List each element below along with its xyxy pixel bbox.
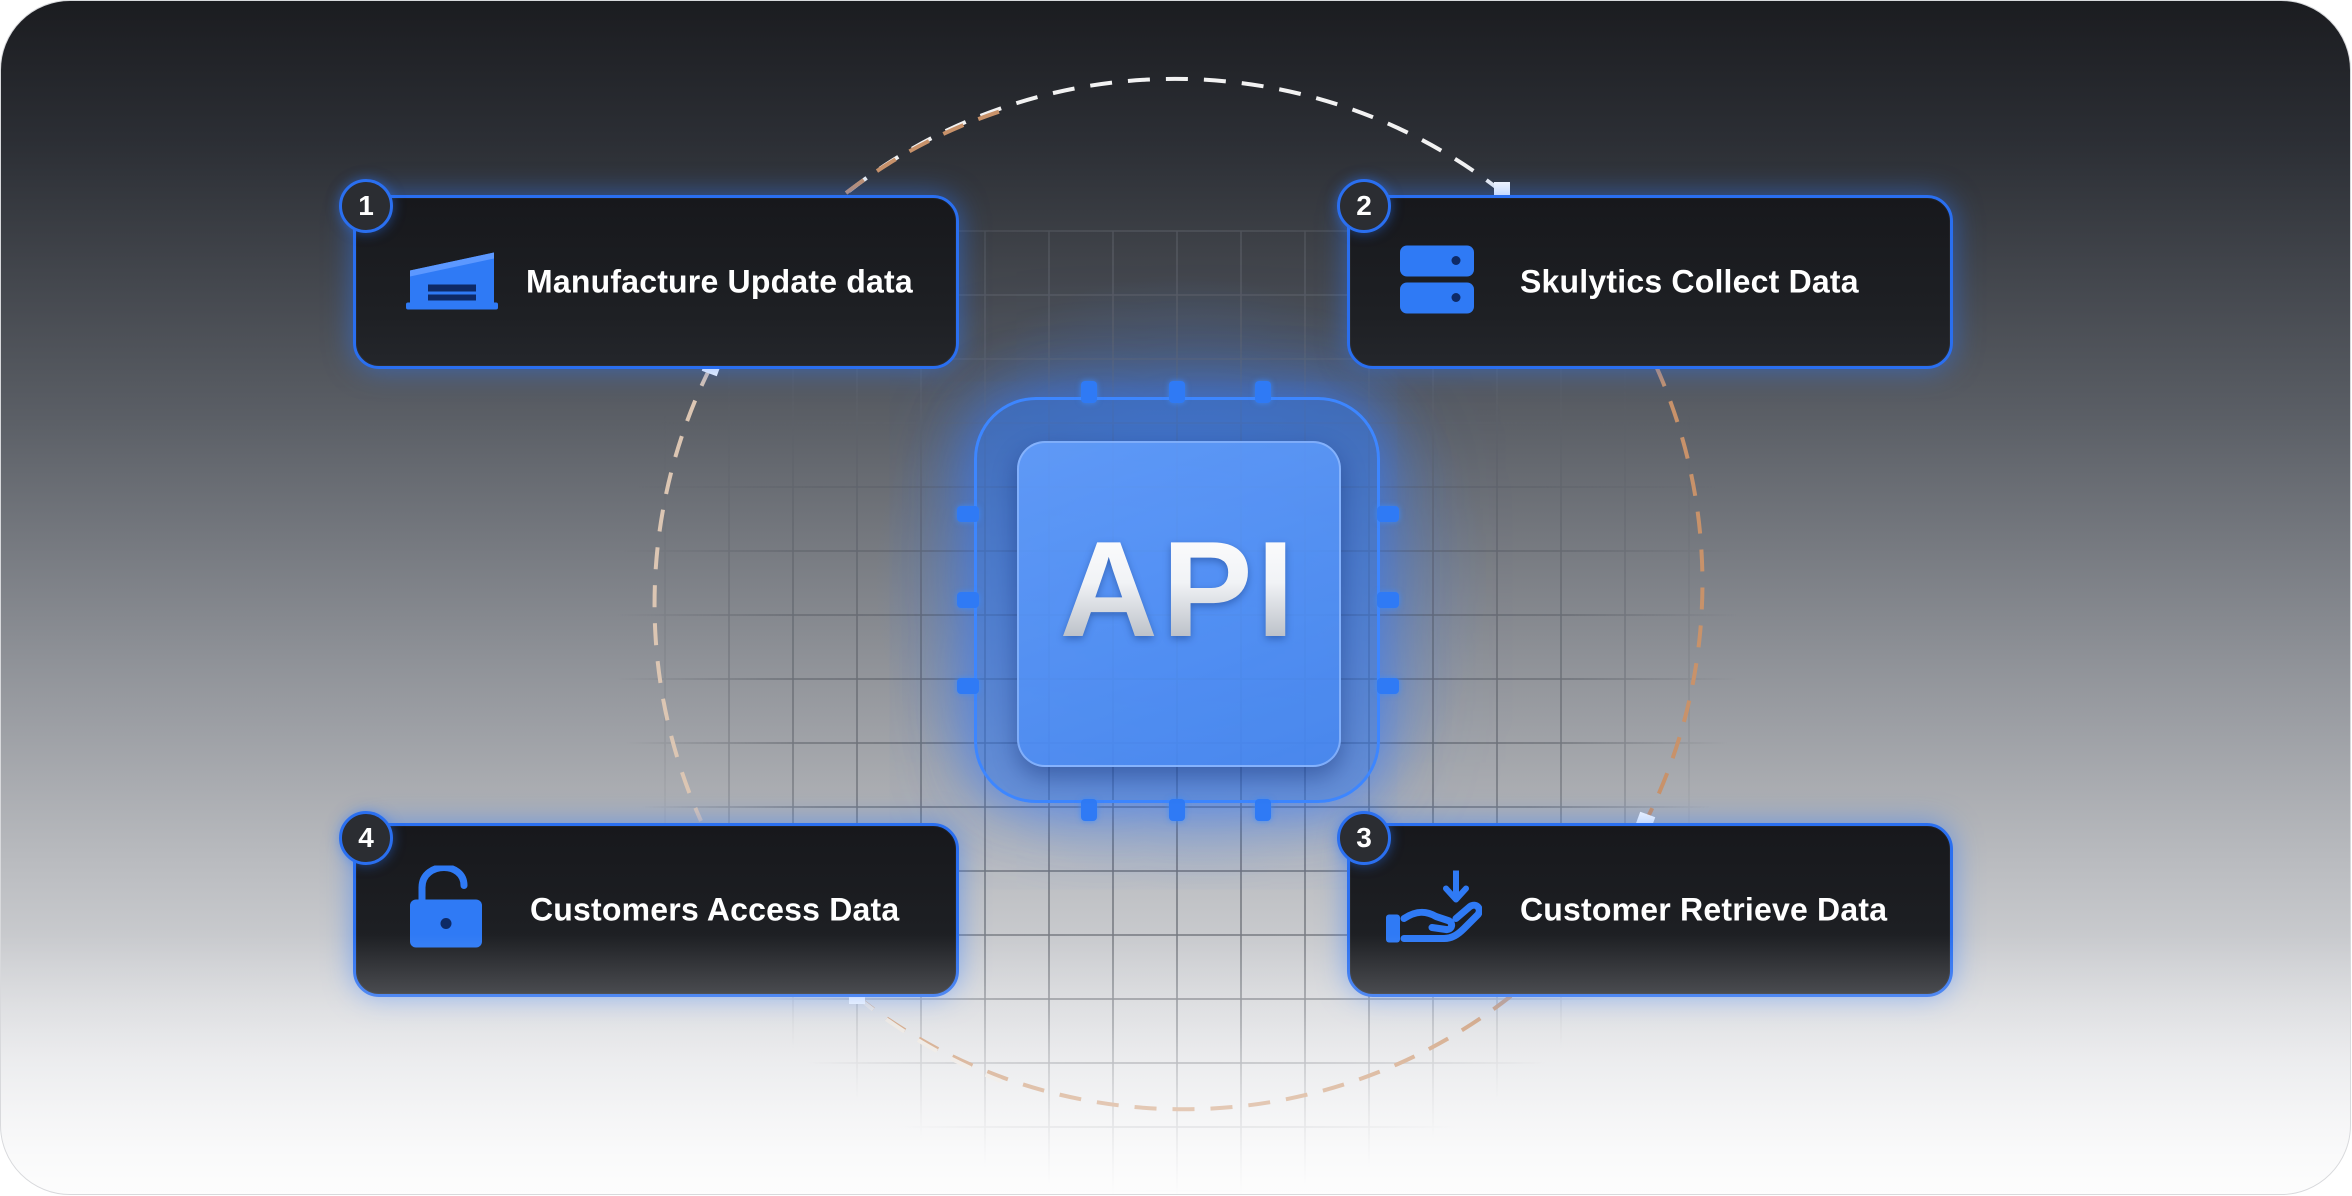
orbit-arc-top-left — [844, 109, 1002, 195]
api-chip-core — [1017, 441, 1341, 767]
step-card-2: Skulytics Collect Data — [1347, 195, 1953, 369]
step-label-4: Customers Access Data — [530, 891, 900, 928]
step-card-3: Customer Retrieve Data — [1347, 823, 1953, 997]
step-label-1: Manufacture Update data — [526, 263, 913, 300]
orbit-arc-bottom — [854, 994, 1513, 1112]
unlock-icon — [408, 863, 484, 955]
step-badge-1: 1 — [339, 179, 393, 233]
step-badge-2: 2 — [1337, 179, 1391, 233]
chip-pin — [1255, 799, 1271, 821]
chip-pin — [1169, 799, 1185, 821]
step-badge-3: 3 — [1337, 811, 1391, 865]
server-icon — [1400, 245, 1474, 319]
chip-pin — [1169, 381, 1185, 403]
orbit-arc-left — [652, 365, 713, 822]
chip-pin — [1377, 678, 1399, 694]
chip-pin — [957, 678, 979, 694]
step-card-4: Customers Access Data — [353, 823, 959, 997]
chip-pin — [1377, 592, 1399, 608]
hand-receive-icon — [1386, 867, 1483, 950]
orbit-arc-top — [847, 76, 1503, 193]
orbit-node-top — [1494, 182, 1510, 198]
chip-pin — [1081, 799, 1097, 821]
chip-pin — [957, 592, 979, 608]
orbit-arc-bottom-left — [854, 994, 1002, 1083]
chip-pin — [957, 506, 979, 522]
chip-pin — [1377, 506, 1399, 522]
orbit-arc-right — [1644, 365, 1705, 822]
chip-pin — [1081, 381, 1097, 403]
chip-pin — [1255, 381, 1271, 403]
step-label-2: Skulytics Collect Data — [1520, 263, 1859, 300]
api-label: API — [1017, 521, 1341, 657]
step-badge-4: 4 — [339, 811, 393, 865]
step-card-1: Manufacture Update data — [353, 195, 959, 369]
step-label-3: Customer Retrieve Data — [1520, 891, 1888, 928]
warehouse-icon — [406, 249, 498, 316]
